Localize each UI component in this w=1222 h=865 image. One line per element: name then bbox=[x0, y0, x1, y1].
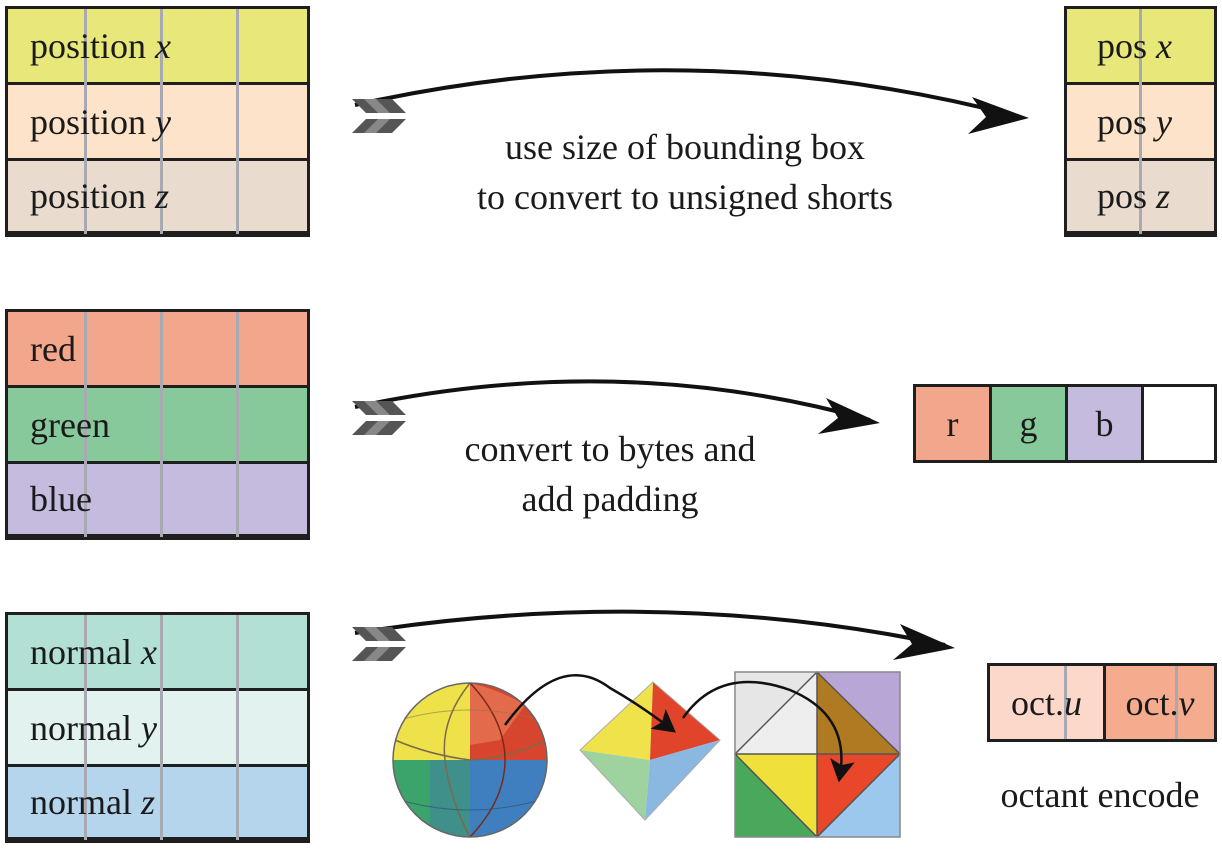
position-y-label: position bbox=[30, 101, 147, 142]
fletched-arrow-icon bbox=[352, 609, 955, 661]
byte-divider bbox=[1064, 666, 1067, 739]
normal-x-row: normal x bbox=[8, 615, 307, 691]
pos-x-axis: x bbox=[1156, 25, 1172, 66]
normal-x-axis: x bbox=[140, 631, 157, 672]
byte-divider bbox=[160, 9, 163, 234]
position-y-row: position y bbox=[8, 85, 307, 161]
pos-y-label: pos bbox=[1097, 101, 1148, 142]
color-caption-line1: convert to bytes and bbox=[464, 429, 756, 469]
green-label: green bbox=[30, 404, 110, 445]
position-attribute-block: position x position y position z bbox=[5, 6, 310, 237]
b-byte: b bbox=[1068, 387, 1144, 460]
g-byte: g bbox=[992, 387, 1068, 460]
position-x-axis: x bbox=[155, 25, 171, 66]
mapping-arrow bbox=[503, 673, 676, 733]
normal-y-row: normal y bbox=[8, 691, 307, 767]
pos-z-label: pos bbox=[1097, 176, 1148, 216]
b-byte-label: b bbox=[1095, 403, 1114, 444]
green-row: green bbox=[8, 388, 307, 464]
fletched-arrow-icon bbox=[352, 68, 1029, 134]
byte-divider bbox=[236, 615, 239, 840]
red-row: red bbox=[8, 312, 307, 388]
position-caption: use size of bounding box to convert to u… bbox=[390, 122, 980, 222]
byte-divider bbox=[84, 615, 87, 840]
red-label: red bbox=[30, 328, 76, 369]
position-x-row: position x bbox=[8, 9, 307, 85]
normal-y-axis: y bbox=[140, 707, 157, 748]
pos-y-axis: y bbox=[1156, 101, 1172, 142]
normal-z-row: normal z bbox=[8, 767, 307, 840]
normal-z-axis: z bbox=[140, 782, 155, 822]
position-y-axis: y bbox=[155, 101, 171, 142]
position-z-row: position z bbox=[8, 161, 307, 234]
r-byte-label: r bbox=[946, 403, 959, 444]
color-caption: convert to bytes and add padding bbox=[380, 424, 840, 524]
byte-divider bbox=[1175, 666, 1178, 739]
position-x-label: position bbox=[30, 25, 147, 66]
packed-color-block: r g b bbox=[913, 384, 1217, 463]
mapping-arrow bbox=[681, 680, 855, 783]
r-byte: r bbox=[916, 387, 992, 460]
byte-divider bbox=[84, 312, 87, 537]
oct-v-axis: v bbox=[1178, 682, 1195, 723]
normal-x-label: normal bbox=[30, 631, 132, 672]
position-z-label: position bbox=[30, 176, 147, 216]
octant-encoded-block: oct.u oct.v bbox=[987, 663, 1217, 742]
byte-divider bbox=[236, 312, 239, 537]
oct-v-cell: oct.v bbox=[1106, 666, 1214, 739]
oct-u-label: oct. bbox=[1011, 682, 1064, 723]
octahedron-icon bbox=[579, 681, 721, 821]
byte-divider bbox=[160, 615, 163, 840]
fletched-arrow-icon bbox=[352, 379, 880, 435]
octahedral-sphere-icon bbox=[392, 682, 548, 838]
byte-divider bbox=[236, 9, 239, 234]
pos-z-axis: z bbox=[1156, 176, 1171, 216]
pos-x-label: pos bbox=[1097, 25, 1148, 66]
octant-caption: octant encode bbox=[1000, 775, 1200, 815]
unfolded-octahedron-square-icon bbox=[733, 670, 902, 839]
byte-divider bbox=[1139, 9, 1142, 234]
g-byte-label: g bbox=[1019, 403, 1038, 444]
blue-label: blue bbox=[30, 479, 92, 519]
oct-u-axis: u bbox=[1063, 682, 1082, 723]
position-caption-line1: use size of bounding box bbox=[505, 127, 865, 167]
oct-u-cell: oct.u bbox=[990, 666, 1106, 739]
quantized-position-block: pos x pos y pos z bbox=[1064, 6, 1217, 237]
oct-v-label: oct. bbox=[1125, 682, 1179, 723]
normal-z-label: normal bbox=[30, 782, 132, 822]
position-caption-line2: to convert to unsigned shorts bbox=[477, 177, 893, 217]
normal-attribute-block: normal x normal y normal z bbox=[5, 612, 310, 843]
padding-byte bbox=[1144, 387, 1214, 460]
color-attribute-block: red green blue bbox=[5, 309, 310, 540]
byte-divider bbox=[84, 9, 87, 234]
byte-divider bbox=[160, 312, 163, 537]
normal-y-label: normal bbox=[30, 707, 132, 748]
blue-row: blue bbox=[8, 464, 307, 537]
position-z-axis: z bbox=[155, 176, 170, 216]
color-caption-line2: add padding bbox=[521, 479, 699, 519]
